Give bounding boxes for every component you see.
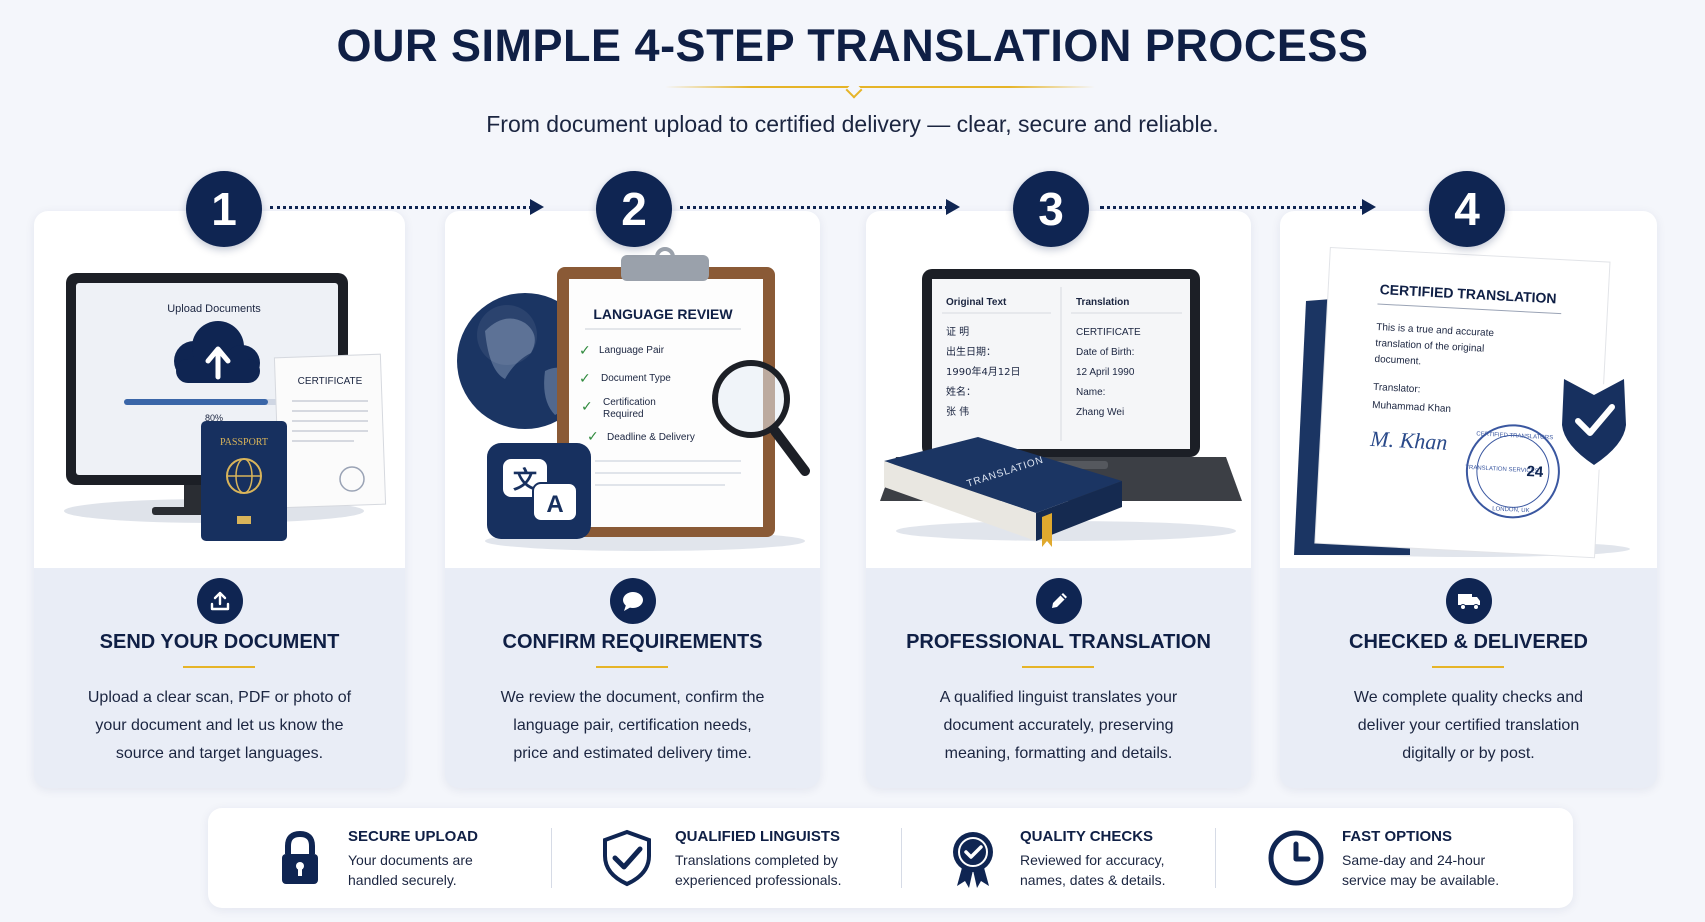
step-2-title: CONFIRM REQUIREMENTS <box>502 631 763 653</box>
feature-fast-options: FAST OPTIONS Same-day and 24-hour servic… <box>1258 808 1528 908</box>
step-4-illustration: CERTIFIED TRANSLATION This is a true and… <box>1280 211 1657 568</box>
svg-text:姓名：: 姓名： <box>946 385 976 398</box>
upload-screen-title: Upload Documents <box>167 303 261 315</box>
step-1-number-badge: 1 <box>186 171 262 247</box>
check-icon: ✓ <box>587 428 599 444</box>
svg-text:document.: document. <box>1374 354 1421 367</box>
award-badge-icon <box>953 832 993 888</box>
step-4-divider <box>1432 666 1504 668</box>
feature-qualified-linguists: QUALIFIED LINGUISTS Translations complet… <box>603 808 895 908</box>
svg-text:出生日期：: 出生日期： <box>946 345 996 358</box>
cloud-upload-icon <box>174 321 260 383</box>
svg-text:CERTIFICATE: CERTIFICATE <box>1076 327 1141 338</box>
step-4-description: We complete quality checks and deliver y… <box>1353 689 1584 762</box>
page-subtitle: From document upload to certified delive… <box>486 111 1219 137</box>
feature-divider <box>901 828 902 888</box>
step-2-number-badge: 2 <box>596 171 672 247</box>
translation-book-icon: TRANSLATION <box>884 437 1122 547</box>
svg-text:1990年4月12日: 1990年4月12日 <box>946 365 1021 378</box>
computer-upload-illustration: Upload Documents 80% CERTIFICATE <box>64 273 387 541</box>
step-4-number-badge: 4 <box>1429 171 1505 247</box>
svg-text:CERTIFIED TRANSLATORS: CERTIFIED TRANSLATORS <box>1476 431 1553 441</box>
check-icon: ✓ <box>581 398 593 414</box>
translation-header: Translation <box>1076 297 1129 308</box>
step-3-divider <box>1022 666 1094 668</box>
clipboard-title: LANGUAGE REVIEW <box>593 306 733 322</box>
step-1-title: SEND YOUR DOCUMENT <box>99 631 340 653</box>
step-4-title: CHECKED & DELIVERED <box>1349 631 1588 653</box>
shield-check-icon <box>1556 371 1632 473</box>
feature-divider <box>1215 828 1216 888</box>
checklist-item-deadline: Deadline & Delivery <box>607 432 695 443</box>
step-2-description: We review the document, confirm the lang… <box>500 689 765 762</box>
translate-icon: 文 A <box>487 443 591 539</box>
step-1-illustration: Upload Documents 80% CERTIFICATE <box>34 211 405 568</box>
pencil-icon <box>1035 578 1082 624</box>
checklist-item-language-pair: Language Pair <box>599 345 665 356</box>
step-3-illustration: Original Text Translation 证 明 出生日期： 1990… <box>866 211 1251 568</box>
passport-label: PASSPORT <box>220 437 268 448</box>
svg-text:张 伟: 张 伟 <box>946 405 969 418</box>
svg-text:A: A <box>546 491 563 518</box>
svg-text:证 明: 证 明 <box>946 326 969 338</box>
svg-text:Translator:: Translator: <box>1373 382 1421 395</box>
delivery-truck-icon <box>1445 578 1492 624</box>
title-divider <box>665 86 1095 88</box>
checklist-item-certification: Certification <box>603 397 656 408</box>
feature-secure-upload: SECURE UPLOAD Your documents are handled… <box>268 808 518 908</box>
passport-icon: PASSPORT <box>201 421 287 541</box>
svg-text:LONDON, UK: LONDON, UK <box>1492 506 1530 514</box>
certified-stamp-icon: CERTIFIED TRANSLATORS TRANSLATION SERVIC… <box>1465 424 1560 519</box>
check-icon: ✓ <box>579 370 591 386</box>
svg-text:Name:: Name: <box>1076 387 1105 398</box>
step-3-description: A qualified linguist translates your doc… <box>939 689 1178 762</box>
svg-text:Zhang Wei: Zhang Wei <box>1076 407 1124 418</box>
upload-progress-label: 80% <box>205 413 223 423</box>
step-2-divider <box>596 666 668 668</box>
translator-signature: M. Khan <box>1369 426 1448 455</box>
step-3-number-badge: 3 <box>1013 171 1089 247</box>
step-card-send-document: Upload Documents 80% CERTIFICATE <box>34 211 405 788</box>
svg-text:12 April 1990: 12 April 1990 <box>1076 367 1135 378</box>
svg-text:24: 24 <box>1526 463 1544 481</box>
padlock-icon <box>282 830 318 884</box>
clock-icon <box>1268 830 1324 886</box>
checklist-item-document-type: Document Type <box>601 373 671 384</box>
step-connector-3-4 <box>1100 199 1376 215</box>
upload-icon <box>196 578 243 624</box>
svg-text:Muhammad Khan: Muhammad Khan <box>1372 400 1451 415</box>
features-bar: SECURE UPLOAD Your documents are handled… <box>208 808 1573 908</box>
chat-icon <box>609 578 656 624</box>
step-connector-1-2 <box>270 199 544 215</box>
step-card-professional-translation: Original Text Translation 证 明 出生日期： 1990… <box>866 211 1251 788</box>
certified-document-illustration: CERTIFIED TRANSLATION This is a true and… <box>1294 246 1632 559</box>
svg-text:TRANSLATION SERVICES: TRANSLATION SERVICES <box>1465 465 1539 475</box>
step-1-divider <box>183 666 255 668</box>
step-1-description: Upload a clear scan, PDF or photo of you… <box>87 689 352 762</box>
page-title: OUR SIMPLE 4-STEP TRANSLATION PROCESS <box>336 20 1369 71</box>
feature-quality-checks: QUALITY CHECKS Reviewed for accuracy, na… <box>953 808 1229 908</box>
title-divider-chevron <box>845 81 863 99</box>
feature-divider <box>551 828 552 888</box>
step-card-confirm-requirements: LANGUAGE REVIEW ✓ Language Pair ✓ Docume… <box>445 211 820 788</box>
check-icon: ✓ <box>579 342 591 358</box>
magnifier-icon <box>712 360 810 476</box>
clipboard-review-illustration: LANGUAGE REVIEW ✓ Language Pair ✓ Docume… <box>457 247 810 551</box>
checklist-item-required: Required <box>603 409 644 420</box>
original-text-header: Original Text <box>946 297 1007 308</box>
step-3-title: PROFESSIONAL TRANSLATION <box>906 631 1211 653</box>
certificate-label: CERTIFICATE <box>298 376 363 387</box>
step-connector-2-3 <box>680 199 960 215</box>
step-card-checked-delivered: CERTIFIED TRANSLATION This is a true and… <box>1280 211 1657 788</box>
svg-text:Date of Birth:: Date of Birth: <box>1076 347 1134 358</box>
step-2-illustration: LANGUAGE REVIEW ✓ Language Pair ✓ Docume… <box>445 211 820 568</box>
shield-check-icon <box>603 829 651 887</box>
laptop-translation-illustration: Original Text Translation 证 明 出生日期： 1990… <box>880 269 1242 547</box>
